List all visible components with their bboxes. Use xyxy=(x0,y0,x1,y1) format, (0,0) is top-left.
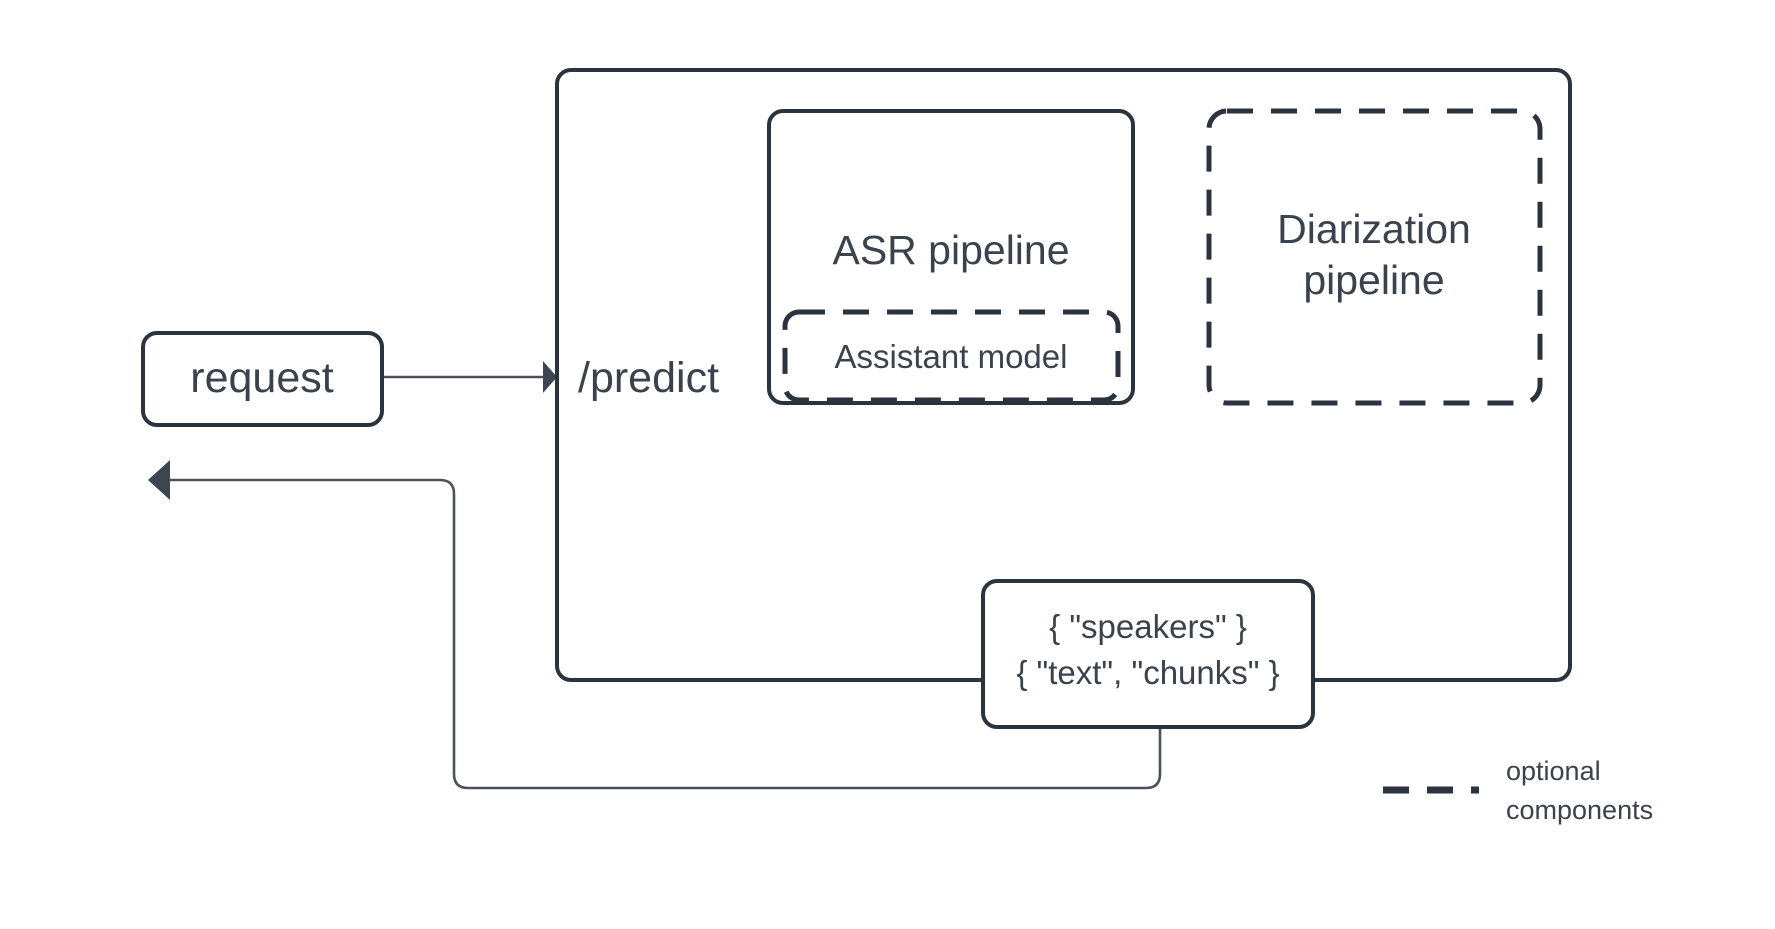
legend-label-line2: components xyxy=(1506,795,1653,825)
assistant-model-label: Assistant model xyxy=(835,338,1068,375)
request-box[interactable] xyxy=(141,331,384,427)
connector-output-to-response xyxy=(148,460,1162,790)
diarization-pipeline-label-line2: pipeline xyxy=(1303,257,1444,303)
predict-service-label: /predict xyxy=(578,354,719,402)
diarization-pipeline-label-line1: Diarization xyxy=(1277,206,1471,252)
asr-pipeline-box[interactable] xyxy=(767,109,1135,405)
connector-request-to-predict xyxy=(382,361,557,393)
diarization-pipeline-box[interactable] xyxy=(1206,108,1543,406)
assistant-model-box[interactable] xyxy=(782,309,1121,403)
asr-pipeline-label: ASR pipeline xyxy=(832,227,1069,273)
arrow-head-icon xyxy=(543,361,557,393)
legend-label-line1: optional xyxy=(1506,756,1601,786)
legend: optional components xyxy=(1383,756,1653,825)
output-speakers-label: { "speakers" } xyxy=(1049,608,1247,645)
output-payload-box[interactable] xyxy=(981,579,1315,729)
request-label: request xyxy=(190,354,333,402)
output-text-chunks-label: { "text", "chunks" } xyxy=(1016,654,1279,691)
arrow-head-icon xyxy=(148,460,170,500)
